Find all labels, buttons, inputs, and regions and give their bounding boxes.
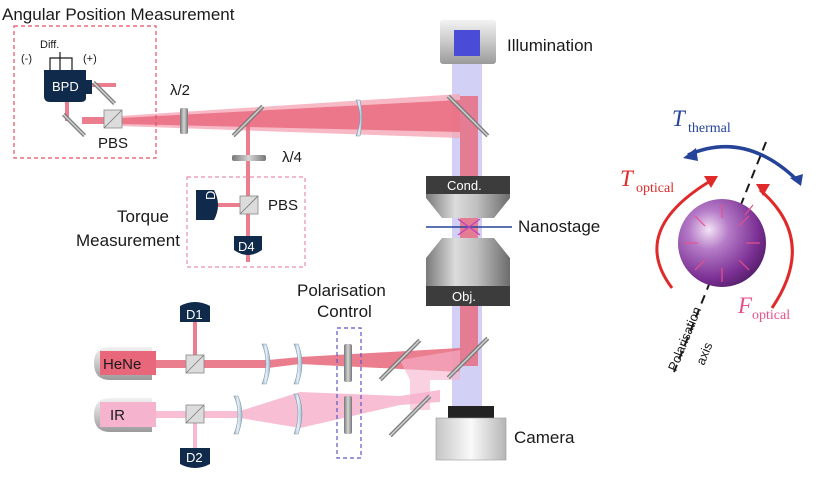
diff-label: Diff.	[40, 39, 59, 51]
illumination-lamp	[454, 30, 480, 56]
torque-label-1: Torque	[117, 207, 169, 226]
torque-label-2: Measurement	[76, 231, 180, 250]
ir-beam	[145, 390, 440, 428]
hene-lens-1	[261, 343, 271, 385]
ir-lens-1	[233, 395, 243, 435]
ir-label: IR	[110, 407, 125, 424]
d2-detector	[180, 448, 210, 468]
gradient-force-arrows	[684, 204, 760, 282]
f-optical-sub: optical	[752, 308, 790, 323]
nanostage-label: Nanostage	[518, 217, 600, 236]
microscope-top-mirror	[446, 94, 490, 138]
angular-title: Angular Position Measurement	[2, 5, 235, 24]
hene-lens-2	[293, 343, 303, 385]
dichroic-mirror-2	[388, 394, 432, 438]
top-beamsplitter	[231, 104, 265, 138]
particle-inset	[655, 141, 803, 373]
optical-torque-arrow-left	[655, 178, 713, 289]
top-lens	[355, 99, 363, 137]
angular-measurement-box	[13, 25, 157, 159]
polarisation-plate-2	[344, 396, 352, 434]
half-wave-label: λ/2	[170, 82, 190, 99]
condenser-band	[426, 176, 510, 194]
d3-label: D3	[203, 183, 218, 200]
t-thermal-symbol: T	[672, 106, 687, 131]
d2-label: D2	[186, 450, 203, 465]
angular-mirror-1	[91, 80, 117, 106]
minus-label: (-)	[21, 53, 32, 65]
microscope-bottom-mirror	[446, 336, 490, 380]
polarisation-plate-1	[344, 344, 352, 382]
polarisation-label-1: Polarisation	[297, 281, 386, 300]
hene-tube	[100, 351, 156, 375]
t-thermal-sub: thermal	[688, 121, 731, 136]
camera-label: Camera	[514, 428, 575, 447]
t-optical-sub: optical	[636, 181, 674, 196]
polarisation-axis-label-2: axis	[693, 340, 716, 368]
t-optical-symbol: T	[620, 166, 635, 191]
quarter-wave-plate	[232, 155, 266, 161]
hene-label: HeNe	[103, 356, 141, 373]
bpd-label: BPD	[52, 79, 79, 94]
d1-detector	[180, 302, 210, 322]
polarisation-label-2: Control	[317, 302, 372, 321]
thermal-torque-arrow	[687, 144, 799, 182]
plus-label: (+)	[83, 53, 97, 65]
dichroic-mirror-1	[378, 338, 422, 382]
objective-band	[426, 286, 510, 306]
objective-label: Obj.	[452, 289, 476, 304]
ir-tube	[100, 402, 156, 427]
bpd-detector	[44, 70, 86, 102]
quarter-wave-label: λ/4	[282, 149, 302, 166]
optical-torque-arrow-right	[759, 188, 794, 309]
camera-body	[435, 417, 507, 461]
half-wave-plate	[180, 108, 188, 134]
d1-label: D1	[186, 307, 203, 322]
angular-mirror-2	[61, 112, 87, 138]
torque-pbs-label: PBS	[268, 197, 298, 214]
d3-detector	[196, 190, 218, 220]
illumination-label: Illumination	[507, 36, 593, 55]
ir-lens-2	[293, 393, 303, 435]
condenser-label: Cond.	[447, 178, 482, 193]
d4-detector	[234, 236, 262, 255]
focus-cross	[457, 218, 481, 236]
torque-beam	[246, 122, 250, 262]
angular-pbs-label: PBS	[98, 135, 128, 152]
camera-sensor	[448, 406, 494, 418]
d4-label: D4	[238, 239, 255, 254]
torque-measurement-box	[186, 176, 306, 268]
f-optical-symbol: F	[737, 293, 753, 318]
